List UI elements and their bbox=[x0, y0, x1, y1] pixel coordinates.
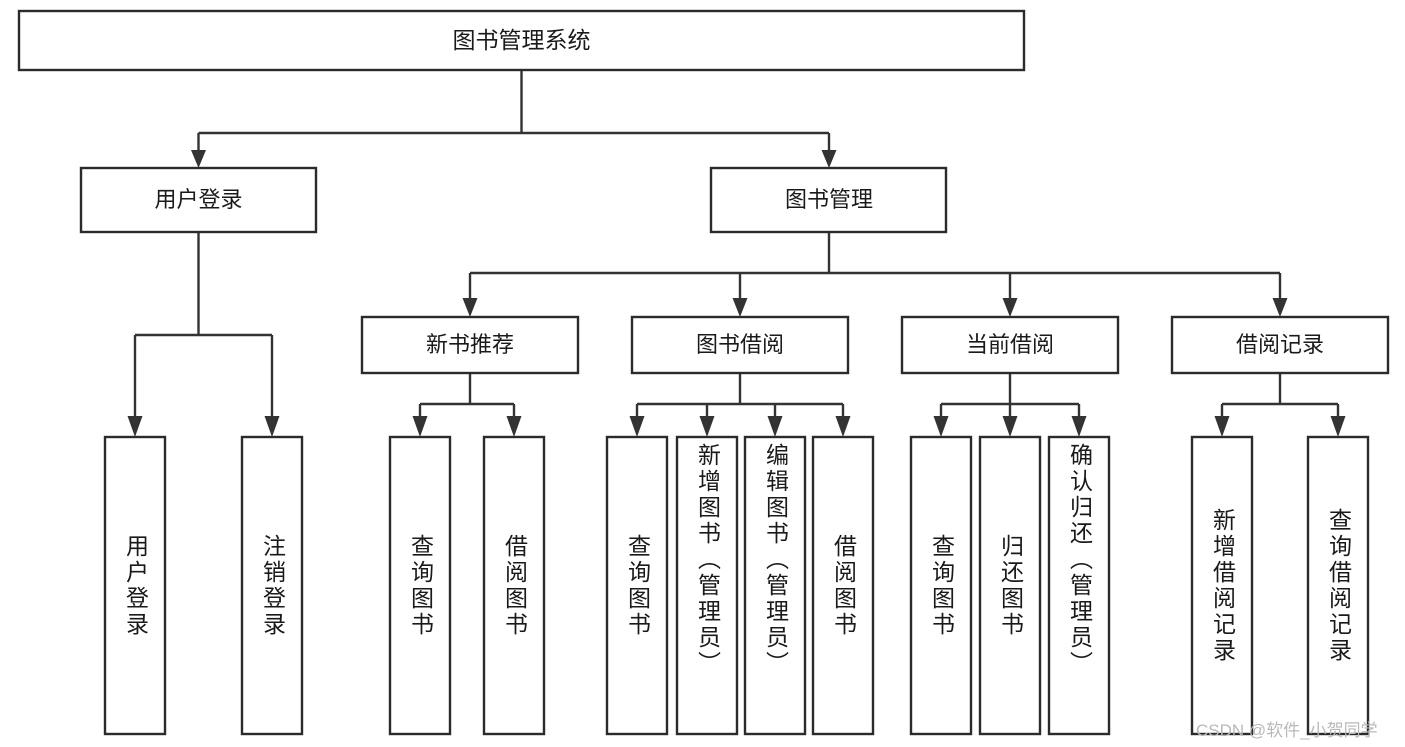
connector-group-new-book-rec-to-leaves bbox=[412, 373, 522, 437]
node-leaf-user-logout-box[interactable] bbox=[240, 435, 304, 736]
node-leaf-borrow-book-1-box[interactable] bbox=[482, 435, 546, 736]
arrow-head-leaf-query-book-3 bbox=[933, 416, 949, 437]
node-leaf-add-record-box[interactable] bbox=[1190, 435, 1254, 736]
connector-group-current-borrow-to-leaves bbox=[933, 373, 1087, 437]
arrow-head-leaf-user-logout bbox=[264, 416, 280, 437]
node-book-manage-box[interactable] bbox=[709, 166, 948, 234]
node-book-borrow[interactable]: 图书借阅 bbox=[630, 315, 850, 375]
node-leaf-borrow-book-2-box[interactable] bbox=[811, 435, 875, 736]
csdn-watermark: CSDN @软件_小贺同学 bbox=[1196, 721, 1378, 740]
node-leaf-query-record-box[interactable] bbox=[1306, 435, 1370, 736]
node-user-login[interactable]: 用户登录 bbox=[79, 166, 318, 234]
arrow-head-leaf-query-record bbox=[1330, 416, 1346, 437]
node-new-book-rec-label: 新书推荐 bbox=[426, 332, 514, 357]
node-new-book-rec-box[interactable] bbox=[360, 315, 580, 375]
node-root[interactable]: 图书管理系统 bbox=[17, 9, 1026, 72]
connector-group-book-borrow-to-leaves bbox=[629, 373, 851, 437]
leaf-boxes bbox=[103, 435, 1370, 736]
node-borrow-record[interactable]: 借阅记录 bbox=[1170, 315, 1390, 375]
arrow-head-leaf-add-record bbox=[1214, 416, 1230, 437]
node-user-login-box[interactable] bbox=[79, 166, 318, 234]
connector-group-user-login-to-leaves bbox=[127, 232, 280, 437]
node-book-manage[interactable]: 图书管理 bbox=[709, 166, 948, 234]
connector-group-book-manage-to-level3 bbox=[462, 232, 1288, 317]
arrow-head-leaf-confirm-return bbox=[1071, 416, 1087, 437]
node-leaf-return-book-box[interactable] bbox=[978, 435, 1042, 736]
node-leaf-edit-book-box[interactable] bbox=[743, 435, 807, 736]
node-book-borrow-label: 图书借阅 bbox=[696, 332, 784, 357]
arrow-head-leaf-add-book bbox=[699, 416, 715, 437]
node-borrow-record-box[interactable] bbox=[1170, 315, 1390, 375]
arrow-head-leaf-borrow-book-2 bbox=[835, 416, 851, 437]
node-current-borrow[interactable]: 当前借阅 bbox=[900, 315, 1120, 375]
node-leaf-query-book-2-box[interactable] bbox=[605, 435, 669, 736]
arrow-head-book-manage bbox=[821, 150, 837, 168]
connector-group-borrow-record-to-leaves bbox=[1214, 373, 1346, 437]
node-new-book-rec[interactable]: 新书推荐 bbox=[360, 315, 580, 375]
node-leaf-query-book-1-box[interactable] bbox=[388, 435, 452, 736]
node-book-borrow-box[interactable] bbox=[630, 315, 850, 375]
node-root-label: 图书管理系统 bbox=[453, 27, 591, 53]
connector-group-root-to-level2 bbox=[191, 70, 837, 168]
arrow-head-borrow-record bbox=[1272, 298, 1288, 317]
arrow-head-user-login bbox=[191, 150, 206, 168]
node-root-box[interactable] bbox=[17, 9, 1026, 72]
arrow-head-leaf-return-book bbox=[1002, 416, 1018, 437]
node-leaf-add-book-box[interactable] bbox=[675, 435, 739, 736]
arrow-head-current-borrow bbox=[1002, 298, 1018, 317]
node-leaf-confirm-return-box[interactable] bbox=[1047, 435, 1111, 736]
node-user-login-label: 用户登录 bbox=[154, 187, 242, 212]
node-current-borrow-label: 当前借阅 bbox=[966, 332, 1054, 357]
node-current-borrow-box[interactable] bbox=[900, 315, 1120, 375]
arrow-head-leaf-query-book-2 bbox=[629, 416, 645, 437]
node-book-manage-label: 图书管理 bbox=[785, 187, 873, 212]
arrow-head-book-borrow bbox=[732, 298, 748, 317]
arrow-head-leaf-user-login bbox=[127, 416, 143, 437]
arrow-head-leaf-edit-book bbox=[767, 416, 783, 437]
arrow-head-new-book-rec bbox=[462, 298, 478, 317]
node-borrow-record-label: 借阅记录 bbox=[1236, 332, 1324, 357]
node-leaf-query-book-3-box[interactable] bbox=[909, 435, 973, 736]
arrow-head-leaf-query-book-1 bbox=[412, 416, 428, 437]
arrow-head-leaf-borrow-book-1 bbox=[506, 416, 522, 437]
node-leaf-user-login-box[interactable] bbox=[103, 435, 167, 736]
